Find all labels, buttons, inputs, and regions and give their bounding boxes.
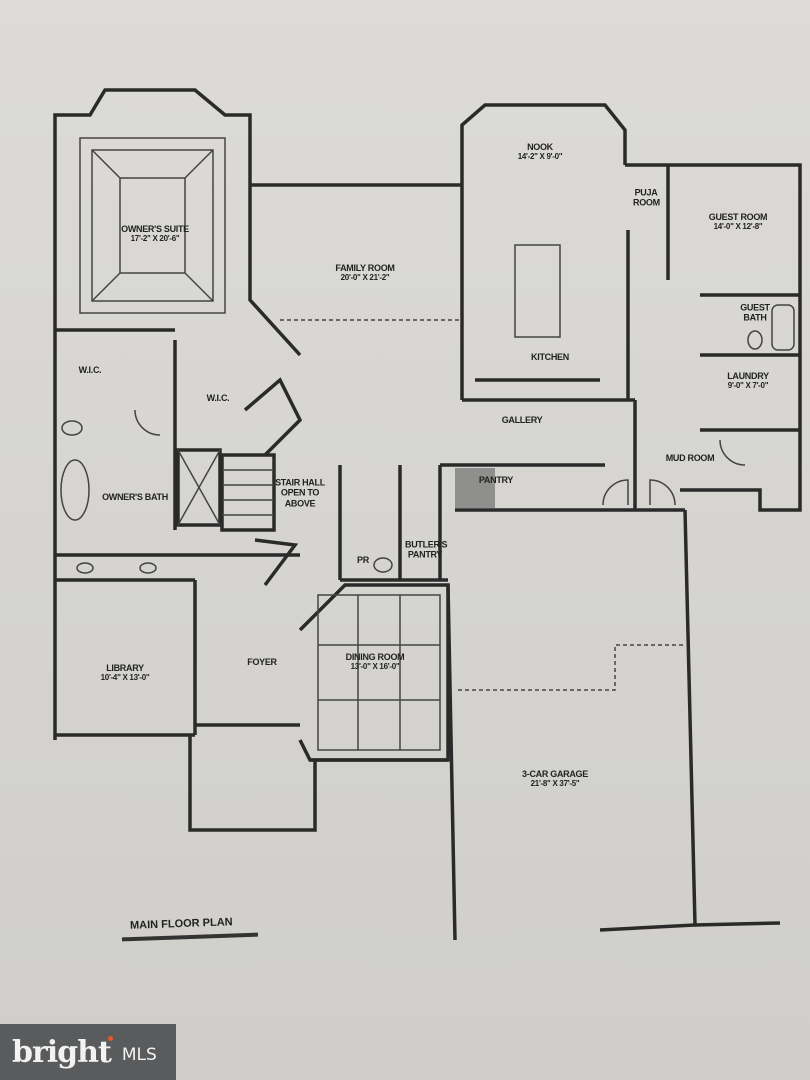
room-dining-room: DINING ROOM 13'-0" X 16'-0": [346, 652, 405, 672]
room-dimensions: 10'-4" X 13'-0": [100, 673, 150, 683]
room-gallery: GALLERY: [502, 415, 543, 425]
room-name: FOYER: [247, 656, 277, 667]
room-name: OWNER'S SUITE: [121, 224, 189, 235]
room-nook: NOOK 14'-2" X 9'-0": [518, 142, 563, 162]
room-mud-room: MUD ROOM: [666, 453, 715, 463]
room-owners-suite: OWNER'S SUITE 17'-2" X 20'-6": [121, 224, 189, 244]
room-name: BUTLER'S PANTRY: [405, 539, 448, 560]
room-owners-bath: OWNER'S BATH: [102, 492, 168, 502]
room-garage: 3-CAR GARAGE 21'-8" X 37'-5": [522, 769, 588, 789]
room-dimensions: 9'-0" X 7'-0": [727, 381, 769, 391]
room-dimensions: 20'-0" X 21'-2": [340, 273, 390, 283]
room-kitchen: KITCHEN: [531, 352, 569, 362]
room-name: FAMILY ROOM: [335, 263, 395, 274]
room-name: W.I.C.: [78, 364, 102, 375]
room-name: GUEST ROOM: [708, 212, 768, 223]
room-name: STAIR HALL OPEN TO ABOVE: [275, 477, 325, 509]
room-powder-room: PR: [357, 555, 369, 565]
room-dimensions: 21'-8" X 37'-5": [530, 779, 580, 789]
room-dimensions: 14'-2" X 9'-0": [517, 152, 563, 162]
room-name: LAUNDRY: [727, 371, 769, 382]
room-name: OWNER'S BATH: [102, 491, 168, 502]
room-name: W.I.C.: [206, 392, 230, 403]
room-name: NOOK: [527, 142, 553, 153]
room-library: LIBRARY 10'-4" X 13'-0": [101, 663, 150, 683]
room-foyer: FOYER: [247, 657, 277, 667]
room-name: GALLERY: [501, 414, 543, 425]
room-pantry: PANTRY: [478, 474, 514, 485]
room-butlers-pantry: BUTLER'S PANTRY: [405, 539, 448, 561]
room-family-room: FAMILY ROOM 20'-0" X 21'-2": [335, 263, 395, 283]
bright-mls-watermark: bright MLS: [0, 1024, 176, 1080]
room-dimensions: 17'-2" X 20'-6": [130, 234, 180, 244]
room-name: GUEST BATH: [740, 302, 770, 323]
room-name: PANTRY: [478, 474, 514, 485]
watermark-suffix: MLS: [121, 1045, 157, 1065]
room-name: LIBRARY: [106, 663, 144, 674]
room-wic-1: W.I.C.: [79, 365, 102, 375]
room-name: PR: [357, 554, 369, 565]
room-dimensions: 13'-0" X 16'-0": [350, 662, 400, 672]
room-name: PUJA ROOM: [633, 187, 660, 208]
watermark-accent-dot-icon: [107, 1035, 113, 1041]
room-name: DINING ROOM: [345, 652, 405, 663]
room-dimensions: 14'-0" X 12'-8": [713, 222, 763, 232]
room-stair-hall: STAIR HALL OPEN TO ABOVE: [275, 477, 325, 508]
room-name: MUD ROOM: [665, 452, 715, 463]
room-name: 3-CAR GARAGE: [522, 769, 588, 780]
watermark-brand: bright: [12, 1034, 112, 1070]
room-guest-room: GUEST ROOM 14'-0" X 12'-8": [709, 212, 768, 232]
room-laundry: LAUNDRY 9'-0" X 7'-0": [727, 371, 769, 391]
room-name: KITCHEN: [531, 351, 569, 362]
room-wic-2: W.I.C.: [207, 393, 230, 403]
room-puja: PUJA ROOM: [633, 187, 660, 209]
room-guest-bath: GUEST BATH: [740, 303, 770, 324]
